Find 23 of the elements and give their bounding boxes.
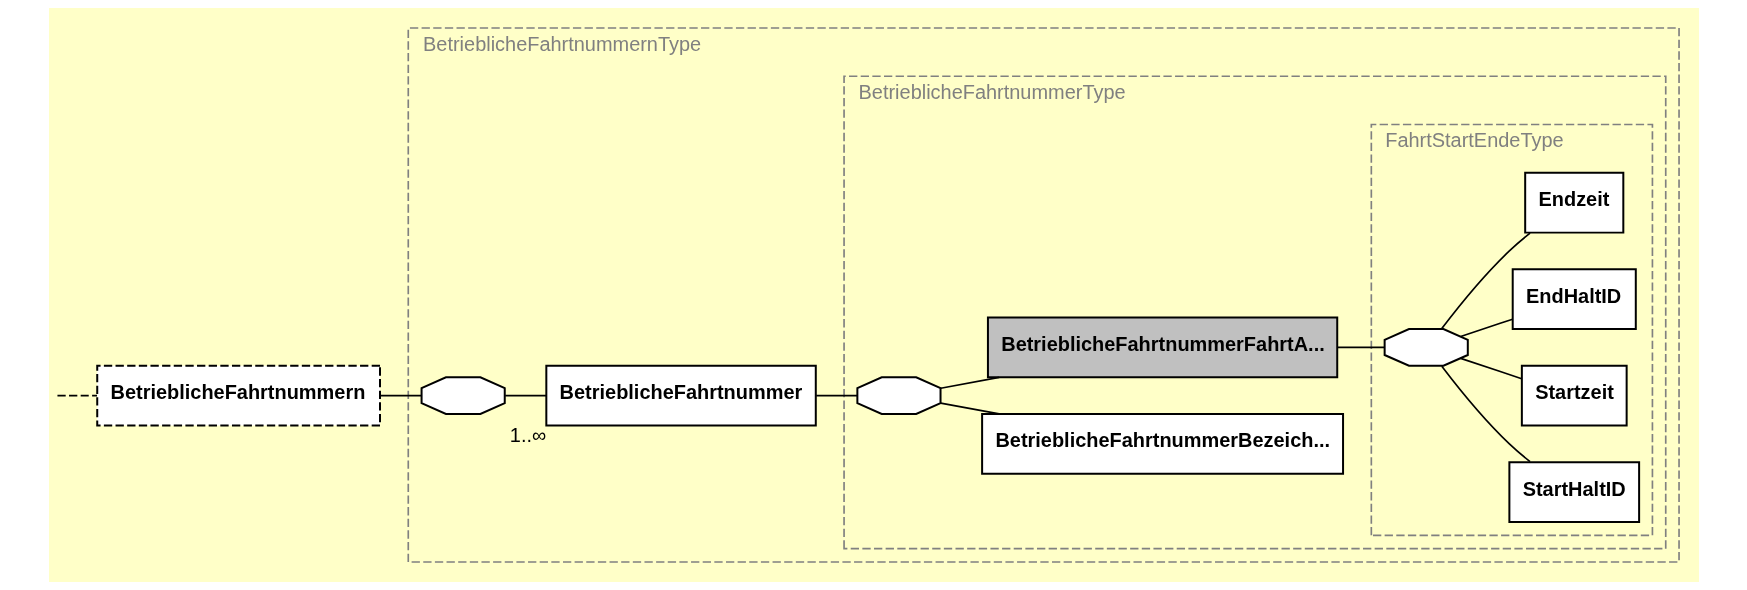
connector	[939, 376, 1000, 390]
connector	[814, 394, 858, 397]
node-octagon	[1383, 328, 1469, 367]
node-octagon	[420, 376, 506, 415]
connector	[939, 402, 1000, 415]
connector	[1459, 318, 1513, 338]
connector	[1336, 346, 1385, 349]
connector	[56, 394, 98, 397]
node-label: 1..∞	[509, 423, 546, 446]
node-box: BetrieblicheFahrtnummerBezeich...	[980, 412, 1344, 475]
node-box: BetrieblicheFahrtnummer	[544, 364, 817, 427]
node-box: EndHaltID	[1511, 268, 1637, 331]
connector	[379, 394, 422, 397]
connector	[503, 394, 547, 397]
node-box: BetrieblicheFahrtnummern	[95, 364, 381, 427]
node-box: BetrieblicheFahrtnummerFahrtA...	[986, 316, 1338, 379]
node-box: Startzeit	[1520, 364, 1628, 427]
node-box: Endzeit	[1523, 171, 1624, 234]
connector	[1440, 365, 1531, 463]
connector	[1459, 357, 1523, 380]
connector	[1440, 232, 1531, 330]
node-box: StartHaltID	[1507, 461, 1640, 524]
node-octagon	[855, 376, 942, 415]
